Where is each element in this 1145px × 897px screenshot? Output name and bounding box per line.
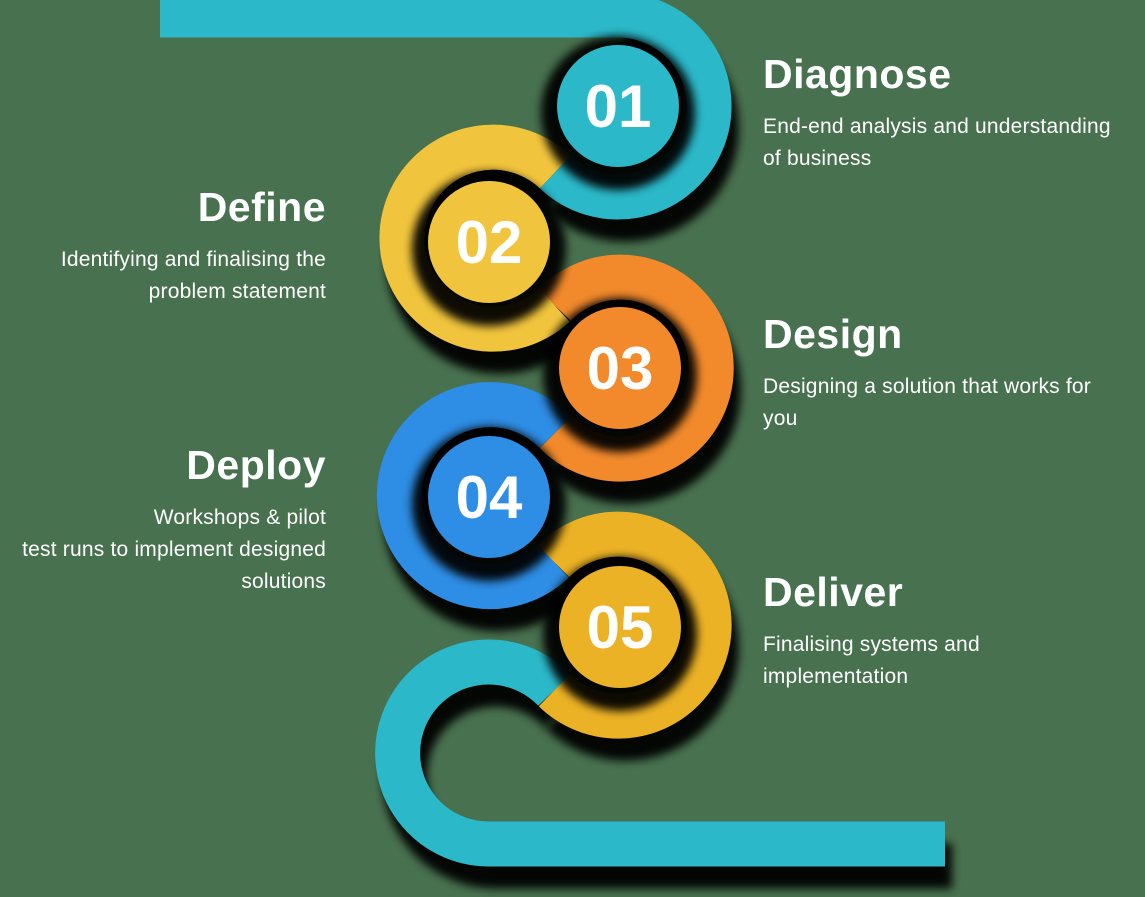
step-circle-05 (559, 566, 681, 688)
step-description-deploy: Workshops & pilot test runs to implement… (22, 506, 326, 593)
segment-5 (537, 511, 732, 739)
segment-4 (376, 382, 572, 610)
step-block-design: Design Designing a solution that works f… (763, 310, 1145, 435)
step-block-deploy: Deploy Workshops & pilot test runs to im… (0, 441, 326, 598)
step-title-define: Define (197, 184, 326, 230)
step-number-02: 02 (456, 209, 523, 276)
step-number-01: 01 (585, 73, 652, 140)
step-title-deploy: Deploy (186, 442, 326, 488)
step-number-03: 03 (587, 335, 654, 402)
segment-2 (379, 124, 571, 352)
step-title-deliver: Deliver (763, 569, 904, 615)
step-description-define: Identifying and finalising the problem s… (60, 248, 326, 303)
segment-3 (538, 254, 734, 482)
step-circle-03 (559, 307, 681, 429)
segment-1-arc (539, 0, 732, 220)
step-block-diagnose: Diagnose End-end analysis and understand… (763, 50, 1145, 175)
step-number-05: 05 (587, 594, 654, 661)
step-description-deliver: Finalising systems and implementation (763, 633, 980, 688)
step-circle-01 (557, 45, 679, 167)
step-block-define: Define Identifying and finalising the pr… (0, 183, 326, 308)
step-title-diagnose: Diagnose (763, 51, 952, 97)
step-description-diagnose: End-end analysis and understanding of bu… (763, 115, 1111, 170)
step-circle-02 (428, 181, 550, 303)
step-number-04: 04 (456, 464, 523, 531)
step-description-design: Designing a solution that works for you (763, 375, 1091, 430)
step-title-design: Design (763, 311, 903, 357)
step-circle-04 (428, 436, 550, 558)
segment-hook (375, 639, 945, 867)
step-block-deliver: Deliver Finalising systems and implement… (763, 568, 1145, 693)
